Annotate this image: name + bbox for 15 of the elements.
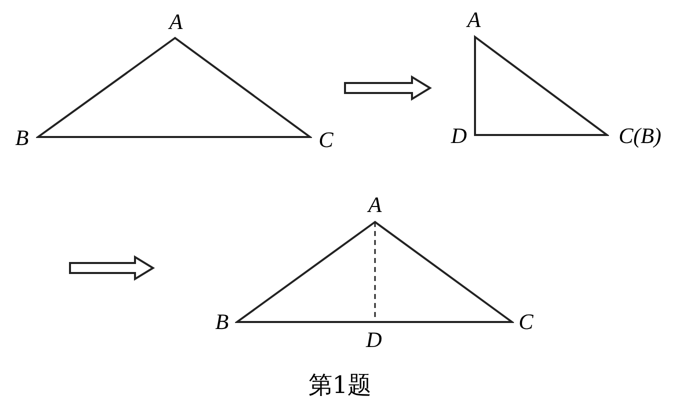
hollow-arrow (344, 75, 432, 101)
vertex-label: C (518, 311, 534, 333)
vertex-label: C (318, 129, 334, 151)
vertex-label: D (366, 329, 382, 351)
vertex-label: D (451, 125, 467, 147)
vertex-label: A (169, 11, 183, 33)
vertex-label: A (368, 194, 382, 216)
vertex-label: A (467, 9, 481, 31)
vertex-label: B (15, 127, 29, 149)
caption: 第1题 (308, 370, 372, 401)
triangle (235, 220, 514, 324)
vertex-label: B (215, 311, 229, 333)
triangle (473, 35, 609, 137)
triangle (36, 36, 312, 139)
vertex-label: C(B) (618, 125, 662, 147)
